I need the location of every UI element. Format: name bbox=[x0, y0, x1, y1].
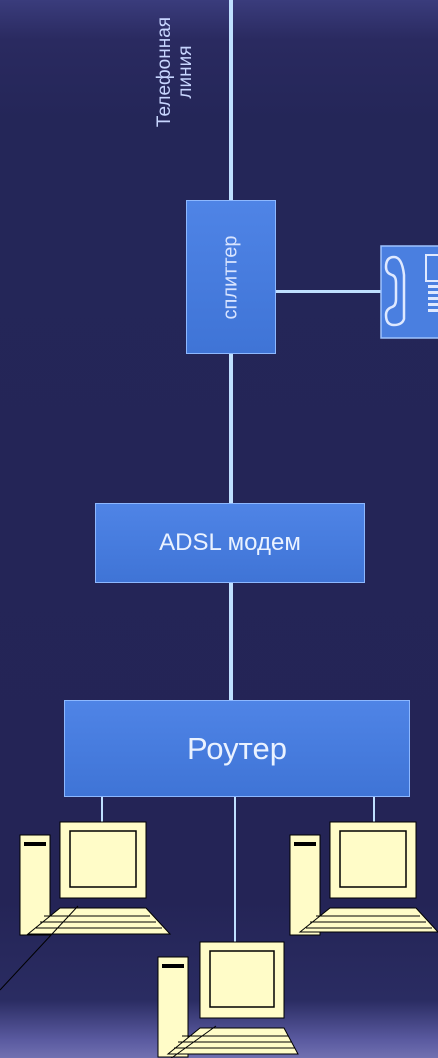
splitter-label: сплиттер bbox=[219, 234, 242, 320]
computer-icon bbox=[0, 821, 172, 991]
router-box: Роутер bbox=[64, 700, 410, 797]
router-center-drop bbox=[234, 796, 236, 944]
phone-line-label: Телефонная линия bbox=[154, 16, 196, 128]
splitter-to-phone-line bbox=[276, 290, 382, 293]
router-left-drop bbox=[101, 796, 103, 840]
computer-icon bbox=[289, 821, 438, 936]
telephone-icon bbox=[380, 245, 438, 339]
adsl-modem-label: ADSL модем bbox=[159, 529, 301, 556]
splitter-box: сплиттер bbox=[186, 200, 276, 354]
computer-icon bbox=[157, 941, 299, 1058]
adsl-modem-box: ADSL модем bbox=[95, 503, 365, 583]
router-label: Роутер bbox=[186, 730, 288, 766]
router-right-drop bbox=[373, 796, 375, 830]
modem-to-router-line bbox=[229, 582, 233, 702]
phone-line bbox=[229, 0, 233, 202]
splitter-to-modem-line bbox=[229, 353, 233, 505]
